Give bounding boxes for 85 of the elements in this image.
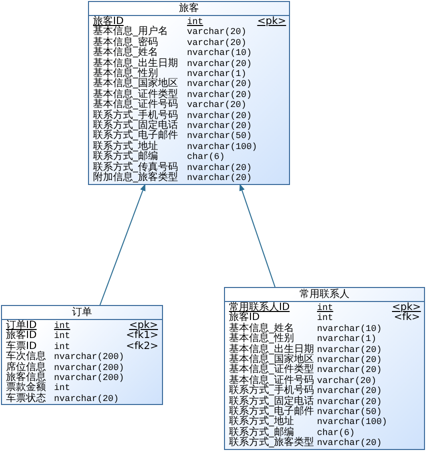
data-type: nvarchar(20) <box>187 79 253 90</box>
column-name: 联系方式_旅客类型 <box>229 438 315 449</box>
relationship-arrow <box>239 184 276 288</box>
key-tag: <pk> <box>392 303 420 314</box>
data-type: int <box>317 303 334 314</box>
column-name: 基本信息_证件号码 <box>93 100 179 110</box>
data-type: varchar(20) <box>187 27 248 38</box>
column-name: 附加信息_旅客类型 <box>93 173 179 184</box>
column-name: 联系方式_邮编 <box>93 152 158 162</box>
data-type: nvarchar(20) <box>187 162 253 174</box>
data-type: nvarchar(100) <box>187 142 258 152</box>
column-name: 基本信息_姓名 <box>93 48 159 58</box>
key-tag: <pk> <box>126 321 158 332</box>
data-type: nvarchar(20) <box>317 355 383 366</box>
column-name: 席位信息 <box>6 362 47 373</box>
column-name: 车票状态 <box>6 394 47 404</box>
column-name: 联系方式_手机号码 <box>229 386 315 396</box>
column-name: 基本信息_证件号码 <box>229 376 315 386</box>
data-type: nvarchar(50) <box>317 407 383 418</box>
entity-table <box>1 305 163 406</box>
entity-table <box>88 1 290 184</box>
data-type: nvarchar(10) <box>187 48 253 59</box>
data-type: nvarchar(1) <box>187 69 248 80</box>
column-name: 基本信息_证件类型 <box>93 90 179 100</box>
data-type: nvarchar(20) <box>187 90 253 100</box>
column-name: 旅客ID <box>229 313 260 324</box>
data-type: int <box>54 321 72 332</box>
table-title: 旅客 <box>89 2 289 16</box>
entity-table <box>224 287 425 450</box>
data-type: nvarchar(20) <box>187 58 253 70</box>
column-name: 联系方式_电子邮件 <box>93 131 179 142</box>
table-title: 常用联系人 <box>225 288 424 302</box>
data-type: nvarchar(1) <box>317 334 378 345</box>
data-type: int <box>187 17 204 28</box>
column-name: 基本信息_证件类型 <box>229 365 315 376</box>
data-type: varchar(20) <box>187 100 248 111</box>
column-name: 订单ID <box>6 321 38 331</box>
column-name: 联系方式_地址 <box>93 142 159 152</box>
data-type: varchar(20) <box>317 376 378 386</box>
data-type: nvarchar(20) <box>54 394 120 404</box>
column-name: 基本信息_国家地区 <box>93 79 179 90</box>
data-type: nvarchar(20) <box>187 110 253 122</box>
column-name: 联系方式_手机号码 <box>93 110 179 121</box>
column-name: 票款金额 <box>6 383 47 394</box>
data-type: nvarchar(200) <box>54 373 126 384</box>
data-type: nvarchar(20) <box>187 173 253 184</box>
column-name: 基本信息_用户名 <box>93 27 169 38</box>
data-type: int <box>317 313 334 324</box>
data-type: int <box>54 331 72 342</box>
column-name: 联系方式_固定电话 <box>229 396 315 407</box>
column-name: 旅客ID <box>93 17 124 27</box>
data-type: nvarchar(20) <box>317 365 383 376</box>
column-name: 联系方式_传真号码 <box>93 162 179 173</box>
column-name: 联系方式_邮编 <box>229 428 294 438</box>
data-type: int <box>54 342 72 352</box>
key-tag: <fk2> <box>126 342 158 352</box>
data-type: nvarchar(20) <box>317 386 383 397</box>
data-type: varchar(20) <box>187 38 248 48</box>
column-name: 旅客ID <box>6 331 38 342</box>
column-name: 基本信息_密码 <box>93 38 159 48</box>
data-type: int <box>54 383 72 394</box>
column-name: 常用联系人ID <box>229 303 291 313</box>
data-type: nvarchar(10) <box>317 324 383 334</box>
data-type: nvarchar(200) <box>54 362 126 374</box>
data-type: char(6) <box>187 152 226 163</box>
column-name: 车次信息 <box>6 352 47 362</box>
table-title: 订单 <box>2 306 162 320</box>
column-name: 基本信息_姓名 <box>229 324 295 334</box>
data-type: nvarchar(50) <box>187 131 253 142</box>
column-name: 基本信息_出生日期 <box>93 58 179 69</box>
relationship-arrow <box>100 184 146 306</box>
data-type: nvarchar(200) <box>54 352 126 363</box>
column-name: 基本信息_出生日期 <box>229 344 315 355</box>
key-tag: <fk> <box>392 313 420 324</box>
key-tag: <fk1> <box>126 331 158 342</box>
data-type: nvarchar(20) <box>187 121 253 132</box>
data-type: nvarchar(20) <box>317 344 383 356</box>
column-name: 联系方式_地址 <box>229 417 295 428</box>
column-name: 车票ID <box>6 342 37 352</box>
data-type: nvarchar(20) <box>317 438 383 449</box>
data-type: nvarchar(20) <box>317 396 383 408</box>
data-type: nvarchar(100) <box>317 417 388 428</box>
data-type: char(6) <box>317 428 356 438</box>
column-name: 基本信息_性别 <box>229 334 295 344</box>
key-tag: <pk> <box>257 17 286 28</box>
